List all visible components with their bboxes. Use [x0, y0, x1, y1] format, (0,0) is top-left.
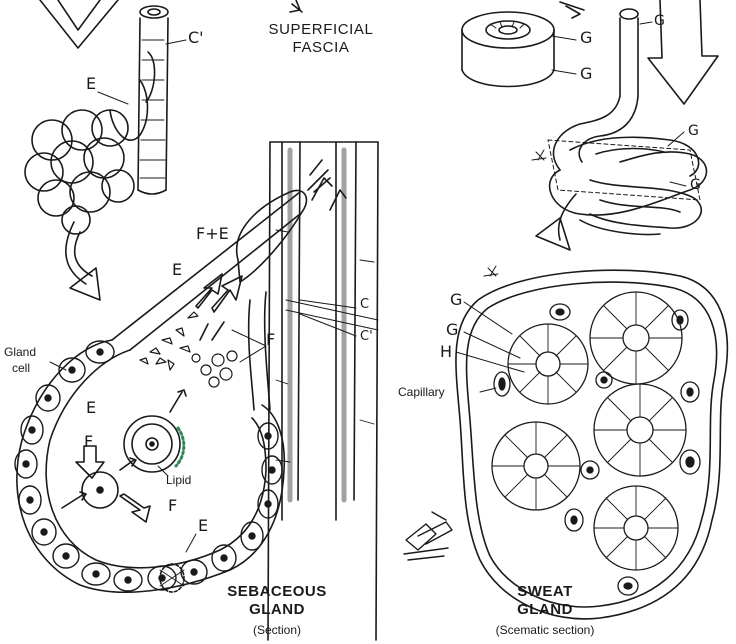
label-f-plus-e: F+E: [196, 226, 229, 242]
pointer-arrow-top-left: [40, 0, 118, 48]
label-g-sweat-2: G: [446, 322, 458, 338]
skin-column: [268, 142, 378, 640]
capillaries: [494, 304, 700, 595]
sebaceous-subtitle: (Section): [222, 624, 332, 636]
superficial-fascia-label-1: SUPERFICIAL: [256, 22, 386, 37]
label-g-3: G: [654, 14, 665, 28]
tubule-sections: [492, 292, 686, 570]
gland-cell-label-2: cell: [12, 362, 30, 374]
superficial-fascia-label-2: FASCIA: [256, 40, 386, 55]
sparkle-icon: [532, 150, 546, 160]
sweat-subtitle: (Scematic section): [470, 624, 620, 636]
small-arrow-top-right: [560, 2, 584, 18]
label-e-top: E: [86, 76, 96, 92]
small-arrow-icon: [290, 0, 302, 12]
label-g-coil-1: G: [688, 124, 699, 138]
label-e-duct: E: [172, 262, 182, 278]
label-c-prime-top: C': [188, 30, 204, 46]
sebaceous-title-2: GLAND: [222, 602, 332, 617]
label-g-2: G: [580, 66, 592, 82]
label-c-right: C: [360, 298, 369, 311]
lipid-label: Lipid: [166, 474, 191, 486]
label-f-left: F: [84, 434, 93, 450]
upward-arrows-duct: [312, 178, 346, 210]
label-e-bottom: E: [198, 518, 208, 534]
label-f-bottom: F: [168, 498, 177, 514]
label-e-left: E: [86, 400, 96, 416]
alveoli-cluster: [25, 110, 134, 234]
sebaceous-gland-wall: [17, 340, 284, 592]
sweat-title-2: GLAND: [490, 602, 600, 617]
label-f-middle: F: [266, 332, 275, 348]
sebaceous-title-1: SEBACEOUS: [222, 584, 332, 599]
label-g-sweat-1: G: [450, 292, 462, 308]
label-h-sweat: H: [440, 344, 452, 360]
sebum-fragments: [140, 312, 237, 387]
sweat-title-1: SWEAT: [490, 584, 600, 599]
tube-cross-section: [462, 12, 554, 87]
duct-branch: [110, 52, 155, 140]
sweat-gland-section: [456, 270, 727, 619]
microscope-icon: [404, 512, 452, 560]
sparkle-icon-2: [484, 266, 498, 276]
inner-cell: [82, 472, 118, 508]
excretory-duct-tube: [138, 6, 168, 194]
label-c-prime-right: C': [360, 330, 373, 343]
coiled-gland: [548, 137, 707, 234]
label-g-1: G: [580, 30, 592, 46]
gland-cells: [15, 341, 282, 591]
gland-cell-label-1: Gland: [4, 346, 36, 358]
capillary-label: Capillary: [398, 386, 445, 398]
label-g-coil-2: G: [690, 178, 701, 192]
